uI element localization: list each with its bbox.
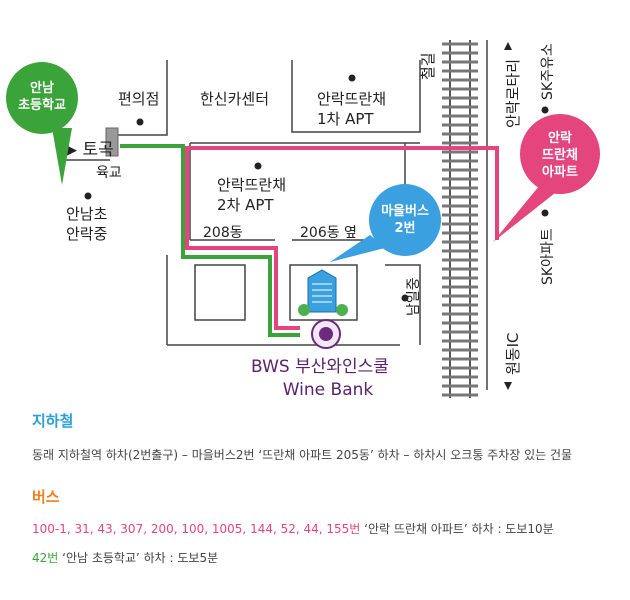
railway-track: [440, 40, 480, 398]
poi-dots: [84, 74, 549, 302]
overpass-marker: [105, 127, 119, 157]
label-sk-gas: SK주유소: [540, 43, 556, 100]
bws-building-icon: [298, 269, 348, 316]
label-namilgo: 남일중: [406, 277, 422, 316]
subway-title: 지하철: [32, 412, 74, 430]
direction-arrows: [504, 42, 512, 390]
bus-line-2: 42번 ‘안남 초등학교’ 하차 : 도보5분: [32, 549, 218, 566]
label-rotary: 안락로타리: [504, 59, 522, 128]
green-route: [120, 144, 300, 337]
label-dong208: 208동: [203, 225, 243, 241]
bus-text-2: ‘안남 초등학교’ 하차 : 도보5분: [58, 551, 219, 565]
bus-line-1: 100-1, 31, 43, 307, 200, 100, 1005, 144,…: [32, 520, 554, 537]
subway-text: 동래 지하철역 하차(2번출구) – 마을버스2번 ‘뜨란채 아파트 205동’…: [32, 448, 573, 462]
street-blocks: [58, 40, 488, 390]
label-winebank: Wine Bank: [283, 380, 374, 400]
pink-route: [185, 146, 499, 330]
bus-routes-2: 42번: [32, 551, 59, 565]
bus-section: 버스: [32, 486, 60, 507]
label-dong206: 206동 옆: [300, 225, 357, 241]
label-ic: 원동IC: [504, 333, 522, 376]
bus-text-1: ‘안락 뜨란채 아파트’ 하차 : 도보10분: [360, 522, 554, 536]
svg-text:마을버스2번: 마을버스2번: [381, 203, 429, 236]
bws-logo-icon: [311, 319, 341, 349]
subway-section: 지하철: [32, 410, 73, 431]
label-togok: ▶ 토곡: [64, 140, 114, 160]
bus-title: 버스: [32, 488, 60, 506]
label-yukgyo: 육교: [96, 165, 122, 181]
label-railway: 철길: [419, 52, 437, 80]
label-hanshin: 한신카센터: [200, 90, 269, 108]
label-sk-apt: SK아파트: [540, 228, 556, 285]
label-convenience: 편의점: [118, 90, 159, 108]
bus-routes-1: 100-1, 31, 43, 307, 200, 100, 1005, 144,…: [32, 522, 361, 536]
label-bws: BWS 부산와인스쿨: [251, 357, 389, 377]
